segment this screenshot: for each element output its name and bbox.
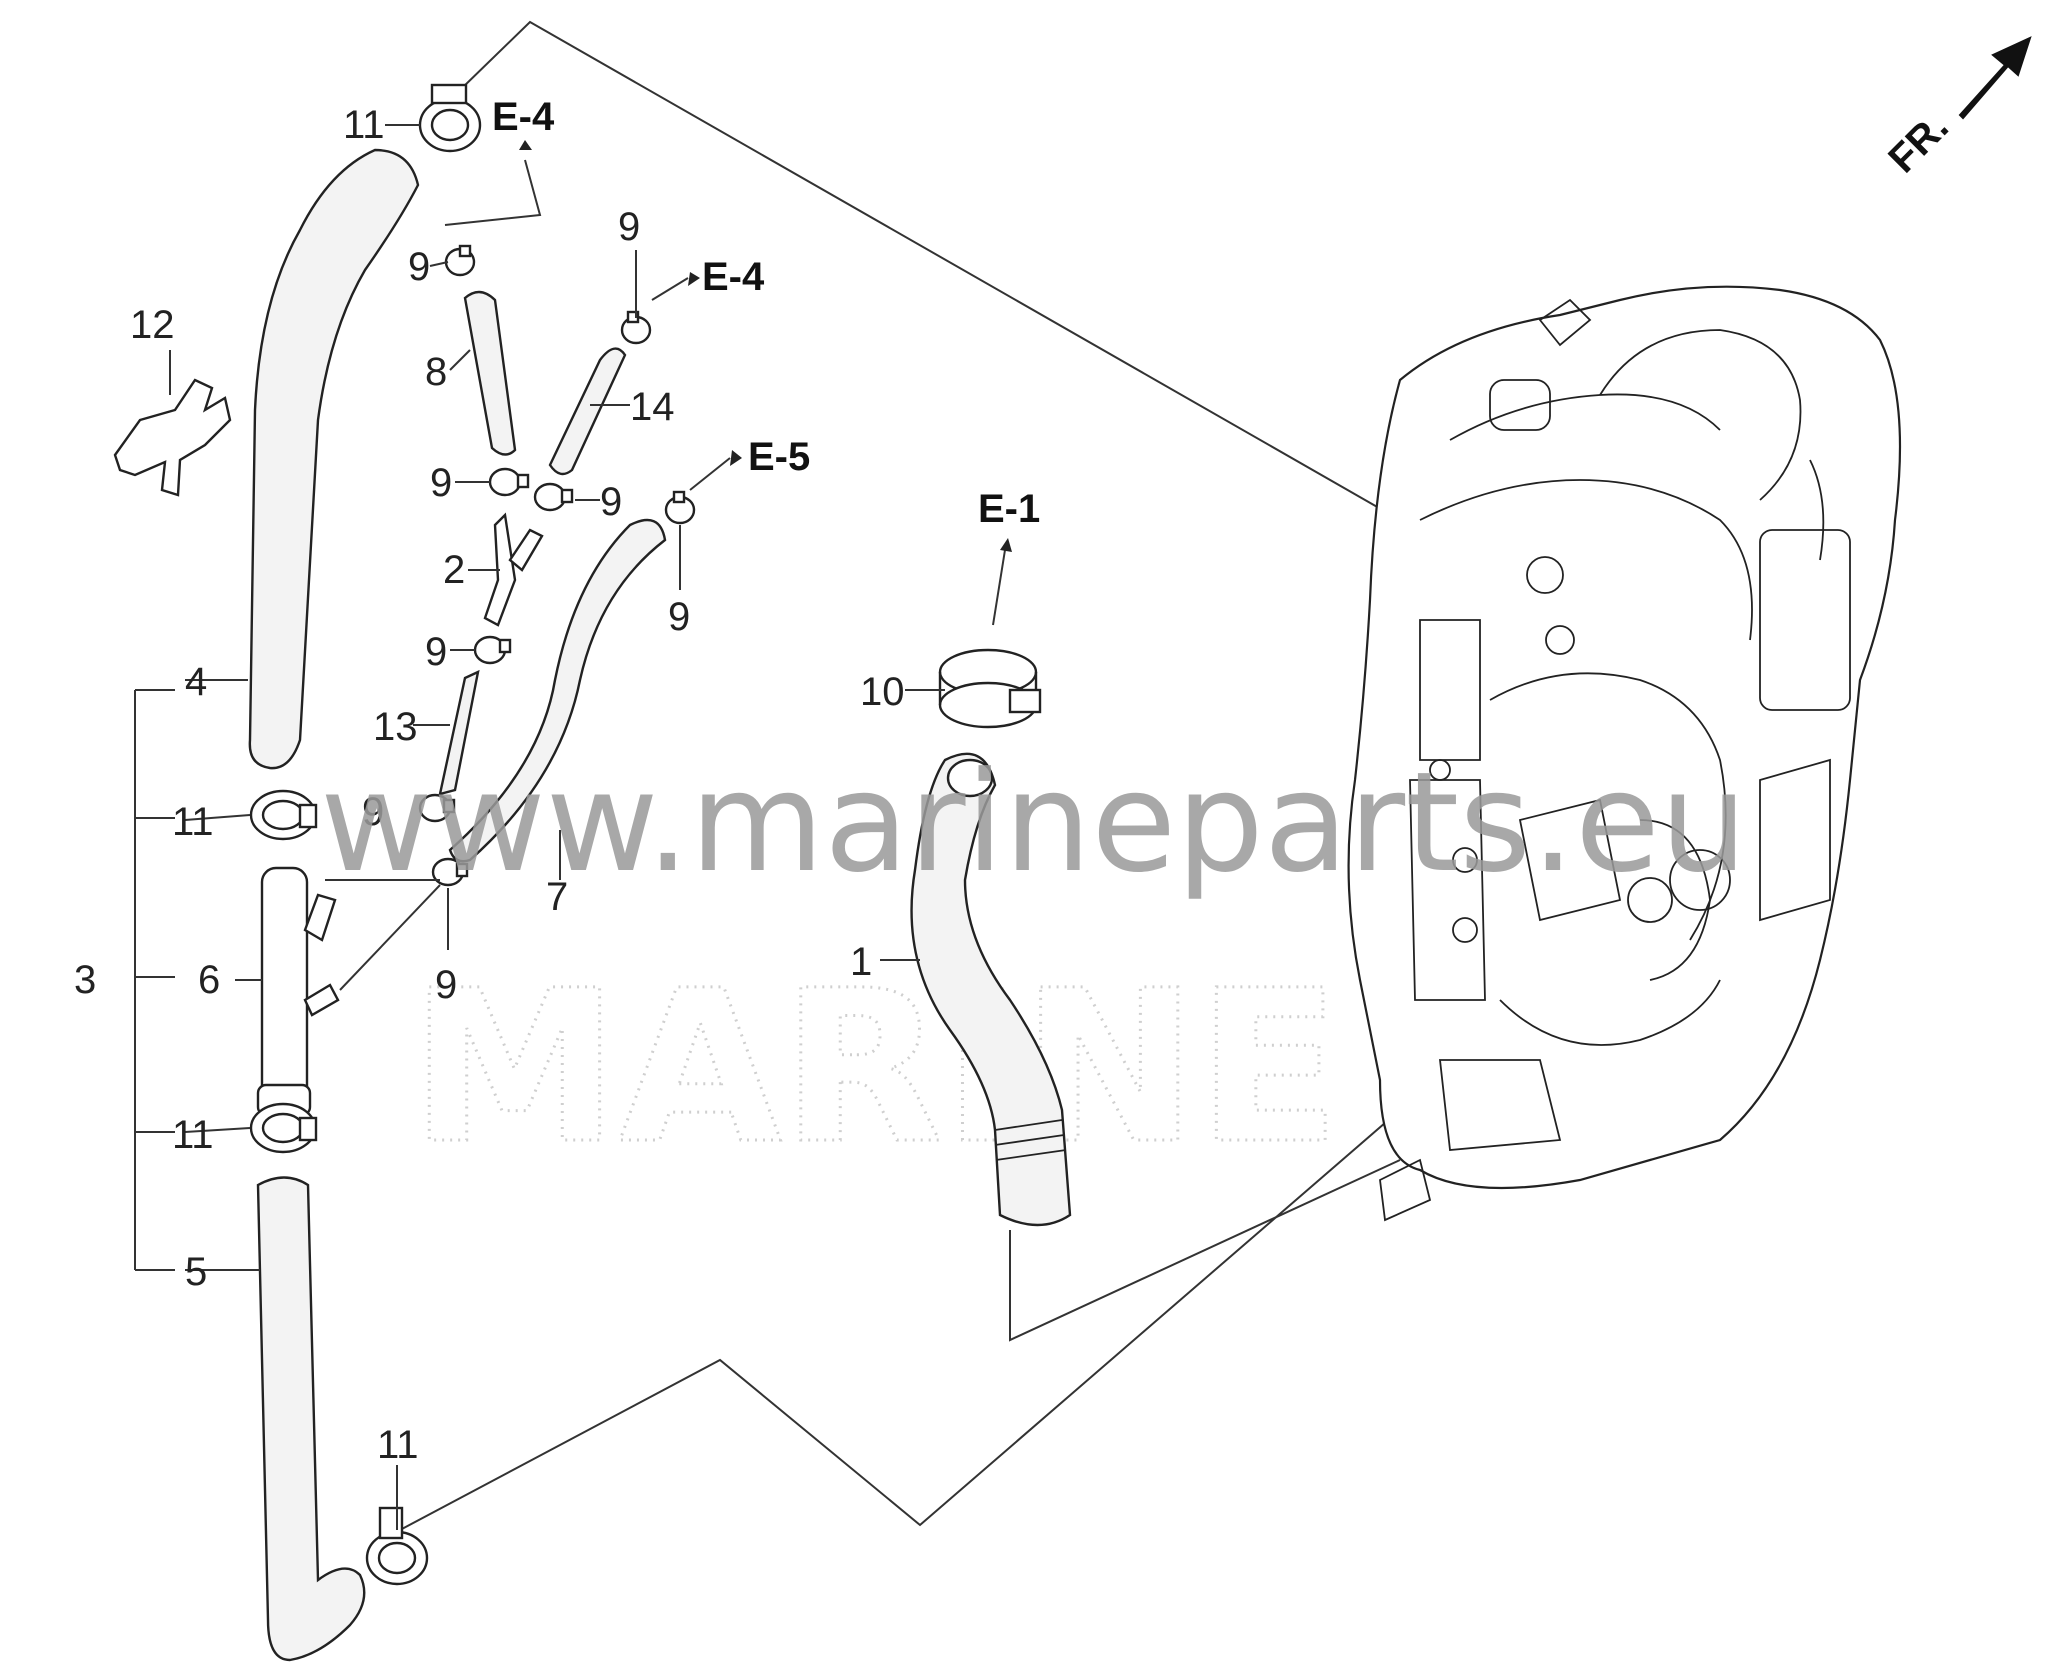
clamp-part-9-d[interactable]: [533, 482, 574, 512]
arrow-head-e4-mid: [688, 272, 700, 286]
callout-11-bottom: 11: [377, 1423, 419, 1467]
front-label: FR.: [1880, 105, 1957, 182]
clamp-part-11-top[interactable]: [418, 83, 482, 153]
ref-e1: E-1: [978, 487, 1040, 531]
hose-part-1[interactable]: [910, 752, 1072, 1227]
callout-9-a: 9: [408, 245, 430, 289]
callout-9-b: 9: [618, 205, 640, 249]
arrow-e5: [689, 457, 731, 491]
engine-assembly: [1347, 285, 1902, 1222]
clamp-part-9-a[interactable]: [444, 244, 476, 277]
callout-11-lower: 11: [172, 1113, 214, 1157]
hose-part-8[interactable]: [463, 290, 517, 456]
frame-lines: [134, 20, 1401, 1531]
joint-part-6[interactable]: [256, 866, 340, 1120]
callout-8: 8: [425, 350, 447, 394]
callout-10: 10: [860, 670, 905, 714]
watermark: MARINE: [409, 944, 1343, 1192]
ref-arrows: [444, 140, 1012, 626]
bracket-part-12[interactable]: [113, 378, 232, 497]
leader-top-to-engine: [459, 20, 1401, 521]
callout-9-c: 9: [430, 461, 452, 505]
callout-7: 7: [546, 875, 568, 919]
hose-part-7[interactable]: [448, 518, 667, 863]
leader-bottom-to-engine: [399, 1109, 1401, 1531]
hose-part-4[interactable]: [248, 148, 420, 770]
reference-labels: E-4 E-4 E-5 E-1: [492, 95, 1040, 531]
callout-4: 4: [185, 660, 207, 704]
arrow-head-e1: [1000, 538, 1012, 552]
ref-e5: E-5: [748, 435, 810, 479]
clamp-part-11-bottom[interactable]: [365, 1506, 429, 1586]
clamp-part-9-c[interactable]: [488, 467, 530, 497]
clamp-part-9-e[interactable]: [664, 490, 696, 525]
hose-part-14[interactable]: [548, 347, 627, 476]
clamp-part-11-upper[interactable]: [249, 789, 318, 841]
clamp-part-11-lower[interactable]: [249, 1102, 318, 1154]
callout-11-upper: 11: [172, 800, 214, 844]
leader-hose1-to-engine: [1009, 1159, 1401, 1342]
callout-9-h: 9: [435, 963, 457, 1007]
callout-9-f: 9: [425, 630, 447, 674]
arrow-head-e4-top: [519, 140, 532, 150]
callout-numbers: 11 12 9 9 8 14 9 9 2 9 9 4 13 11 9 7 3 6…: [74, 103, 905, 1467]
callout-9-d: 9: [600, 480, 622, 524]
ref-e4-top: E-4: [492, 95, 555, 139]
leader-6-to-9h: [339, 884, 441, 991]
callout-5: 5: [185, 1250, 207, 1294]
clamp-part-9-f[interactable]: [473, 635, 512, 665]
callout-13: 13: [373, 705, 418, 749]
clamp-part-9-g[interactable]: [418, 793, 456, 823]
arrow-e4-top: [444, 159, 542, 226]
clamp-part-10[interactable]: [938, 648, 1042, 729]
callout-3: 3: [74, 958, 96, 1002]
callout-1: 1: [850, 940, 872, 984]
callout-9-e: 9: [668, 595, 690, 639]
callout-6: 6: [198, 958, 220, 1002]
watermark-brand: MARINE: [410, 945, 1341, 1190]
watermark-url: www.marineparts.eu: [320, 742, 1747, 903]
callout-leaders: [169, 124, 945, 1530]
callout-12: 12: [130, 303, 175, 347]
clamp-part-9-h[interactable]: [431, 857, 469, 887]
callout-14: 14: [630, 385, 675, 429]
arrow-e4-mid: [651, 277, 689, 301]
hose-part-13[interactable]: [438, 669, 480, 796]
arrow-head-e5: [730, 450, 742, 466]
callout-11-top: 11: [343, 103, 385, 147]
ref-e4-mid: E-4: [702, 255, 765, 299]
callout-9-g: 9: [362, 790, 384, 834]
arrow-e1: [992, 549, 1006, 626]
hose-part-5[interactable]: [256, 1176, 366, 1662]
front-arrow-icon: FR.: [1880, 36, 2032, 182]
callout-2: 2: [443, 548, 465, 592]
